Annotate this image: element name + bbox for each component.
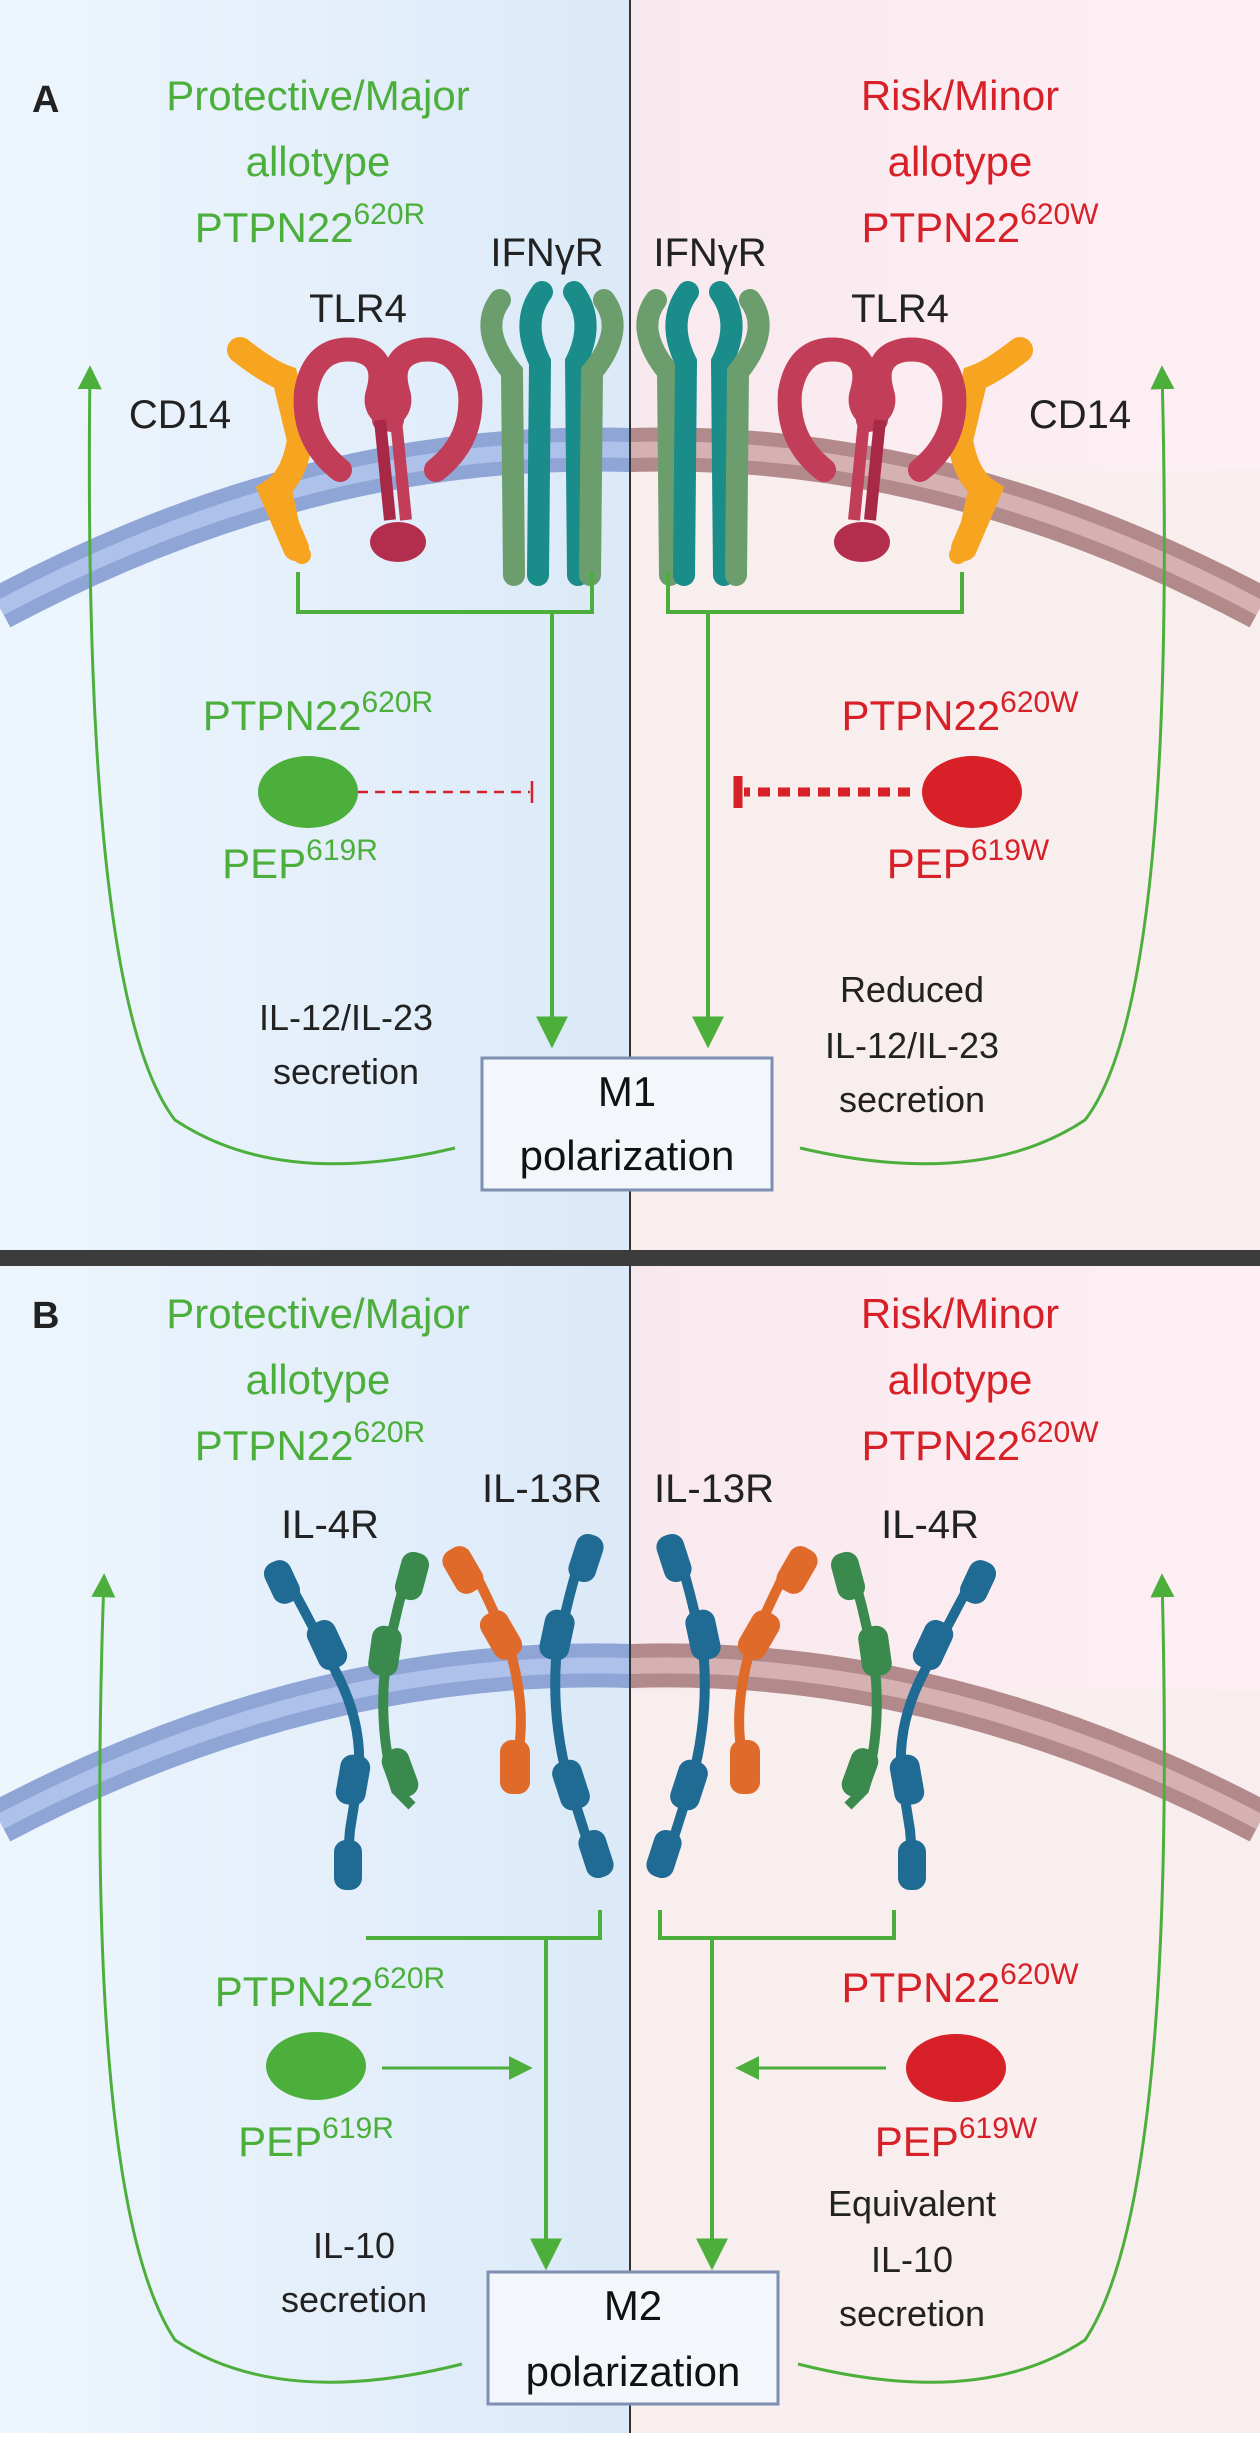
cd14-receptor-a-right bbox=[946, 337, 1033, 564]
feedback-loop-b-right bbox=[797, 1573, 1175, 2384]
secretion-a-right-1: Reduced bbox=[840, 969, 984, 1010]
ifngr-label-a-left: IFNγR bbox=[490, 231, 603, 275]
pep-a-left-ellipse bbox=[258, 756, 358, 828]
membrane-right-b-inner bbox=[629, 1657, 1260, 1830]
il13r-receptor-b-left bbox=[442, 1533, 614, 1879]
bracket-a-right bbox=[666, 572, 964, 614]
ifngr-receptor-a-left bbox=[480, 281, 624, 586]
heading-a-right-1: Risk/Minor bbox=[861, 72, 1059, 119]
m2-polarization-box bbox=[486, 2270, 780, 2406]
ptpn22-a-right: PTPN22620W bbox=[841, 686, 1079, 739]
panel-b-left-bg bbox=[0, 1266, 630, 2433]
panel-a-letter: A bbox=[32, 79, 59, 121]
ptpn22-b-right: PTPN22620W bbox=[841, 1958, 1079, 2011]
m1-polarization-label: polarization bbox=[520, 1132, 735, 1179]
pep-a-right-ellipse bbox=[922, 756, 1022, 828]
heading-b-right-1: Risk/Minor bbox=[861, 1290, 1059, 1337]
heading-a-left-2: allotype bbox=[246, 138, 391, 185]
il13r-label-b-left: IL-13R bbox=[482, 1467, 602, 1511]
heading-a-left-1: Protective/Major bbox=[166, 72, 469, 119]
il4r-label-b-right: IL-4R bbox=[881, 1503, 979, 1547]
panel-b: B Protective/Major allotype PTPN22620R R… bbox=[0, 1266, 1260, 2433]
secretion-b-left-1: IL-10 bbox=[313, 2225, 395, 2266]
heading-a-right-2: allotype bbox=[888, 138, 1033, 185]
heading-b-right-gene: PTPN22620W bbox=[861, 1416, 1099, 1469]
feedback-loop-b-left bbox=[91, 1573, 463, 2384]
heading-b-left-2: allotype bbox=[246, 1356, 391, 1403]
heading-b-left-gene: PTPN22620R bbox=[195, 1416, 425, 1469]
heading-b-right-2: allotype bbox=[888, 1356, 1033, 1403]
pep-b-right: PEP619W bbox=[875, 2112, 1038, 2165]
secretion-a-left-2: secretion bbox=[273, 1051, 419, 1092]
ifngr-label-a-right: IFNγR bbox=[653, 231, 766, 275]
secretion-a-left-1: IL-12/IL-23 bbox=[259, 997, 433, 1038]
ptpn22-b-left: PTPN22620R bbox=[215, 1962, 445, 2015]
pep-a-right: PEP619W bbox=[887, 834, 1050, 887]
panel-b-letter: B bbox=[32, 1295, 59, 1337]
panel-a: A Protective/Major allotype PTPN22620R R… bbox=[0, 0, 1260, 1250]
tlr4-label-a-right: TLR4 bbox=[851, 287, 949, 331]
panel-separator bbox=[0, 1250, 1260, 1266]
il4r-label-b-left: IL-4R bbox=[281, 1503, 379, 1547]
il4r-receptor-b-right bbox=[830, 1551, 997, 1890]
secretion-b-right-3: secretion bbox=[839, 2293, 985, 2334]
m2-label: M2 bbox=[604, 2282, 662, 2329]
membrane-left-b-inner bbox=[0, 1657, 631, 1830]
ptpn22-a-left: PTPN22620R bbox=[203, 686, 433, 739]
heading-b-left-1: Protective/Major bbox=[166, 1290, 469, 1337]
cd14-label-a-right: CD14 bbox=[1029, 393, 1131, 437]
feedback-loop-a-left bbox=[77, 365, 456, 1166]
cd14-receptor-a-left bbox=[227, 337, 314, 564]
cd14-label-a-left: CD14 bbox=[129, 393, 231, 437]
secretion-b-left-2: secretion bbox=[281, 2279, 427, 2320]
pep-b-right-ellipse bbox=[906, 2034, 1006, 2102]
m2-polarization-label: polarization bbox=[526, 2348, 741, 2395]
ifngr-receptor-a-right bbox=[636, 281, 770, 586]
il13r-label-b-right: IL-13R bbox=[654, 1467, 774, 1511]
secretion-b-right-1: Equivalent bbox=[828, 2183, 996, 2224]
il13r-receptor-b-right bbox=[646, 1533, 818, 1879]
heading-a-right-gene: PTPN22620W bbox=[861, 198, 1099, 251]
il4r-receptor-b-left bbox=[263, 1551, 430, 1890]
secretion-a-right-2: IL-12/IL-23 bbox=[825, 1025, 999, 1066]
heading-a-left-gene: PTPN22620R bbox=[195, 198, 425, 251]
tlr4-receptor-a-left bbox=[293, 337, 483, 562]
bracket-b-right bbox=[658, 1910, 896, 1940]
pep-b-left-ellipse bbox=[266, 2032, 366, 2100]
pep-b-left: PEP619R bbox=[238, 2112, 394, 2165]
bracket-b-left bbox=[366, 1910, 602, 1940]
pep-a-left: PEP619R bbox=[222, 834, 378, 887]
secretion-a-right-3: secretion bbox=[839, 1079, 985, 1120]
m1-label: M1 bbox=[598, 1068, 656, 1115]
secretion-b-right-2: IL-10 bbox=[871, 2239, 953, 2280]
tlr4-label-a-left: TLR4 bbox=[309, 287, 407, 331]
tlr4-receptor-a-right bbox=[777, 337, 967, 562]
m1-polarization-box bbox=[480, 1056, 774, 1192]
bracket-a-left bbox=[296, 572, 594, 614]
panel-a-left-bg bbox=[0, 0, 630, 1250]
feedback-loop-a-right bbox=[799, 365, 1175, 1166]
